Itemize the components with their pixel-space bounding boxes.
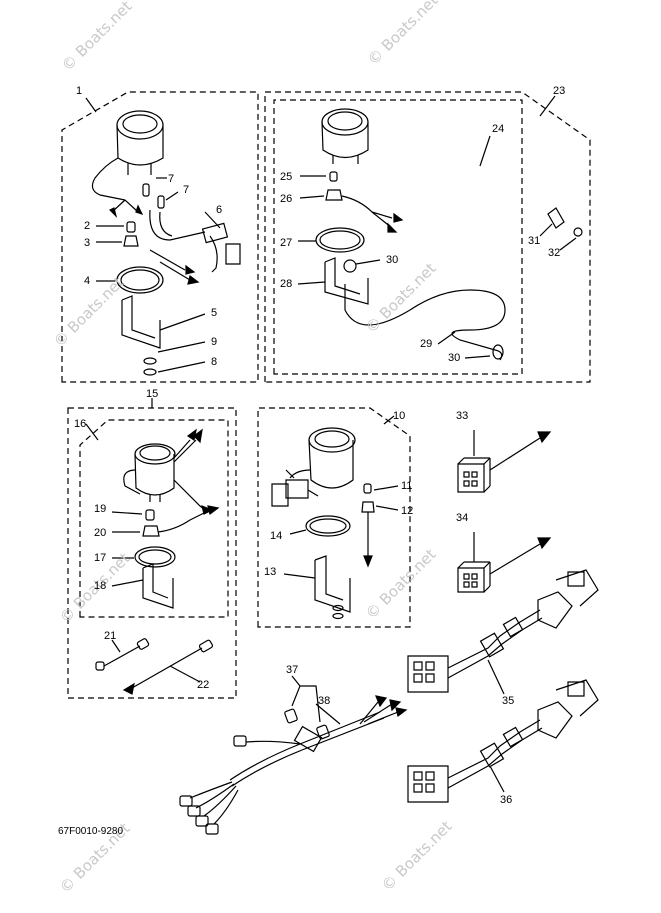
callout-32: 32 xyxy=(548,247,561,259)
part-35-harness xyxy=(408,570,598,694)
part-37-fittings xyxy=(284,676,330,739)
group-10-frame xyxy=(258,408,410,627)
callout-3: 3 xyxy=(84,237,91,249)
part-17-o-ring xyxy=(112,547,175,567)
part-28-bracket xyxy=(298,258,368,310)
part-18-bracket xyxy=(112,564,173,608)
callout-7a: 7 xyxy=(168,173,175,185)
callout-20: 20 xyxy=(94,527,107,539)
callout-25: 25 xyxy=(280,171,293,183)
callout-34: 34 xyxy=(456,512,469,524)
part-6-harness xyxy=(150,210,240,284)
meter-16 xyxy=(124,430,212,514)
callout-5: 5 xyxy=(211,307,218,319)
meter-10 xyxy=(272,428,355,506)
part-33-coupler xyxy=(458,430,550,492)
group-24-frame xyxy=(274,100,522,374)
callout-8: 8 xyxy=(211,356,218,368)
callout-12: 12 xyxy=(401,505,414,517)
callout-4: 4 xyxy=(84,275,91,287)
meter-24 xyxy=(322,109,368,164)
callout-24: 24 xyxy=(492,123,505,135)
part-7-fittings xyxy=(143,178,178,208)
callout-29: 29 xyxy=(420,338,433,350)
callout-35: 35 xyxy=(502,695,515,707)
part-38-main-harness xyxy=(180,696,406,834)
callout-23: 23 xyxy=(553,85,566,97)
part-13-bracket xyxy=(284,556,350,619)
part-31-32 xyxy=(540,208,582,250)
callout-13: 13 xyxy=(264,566,277,578)
callout-38: 38 xyxy=(318,695,331,707)
callout-15: 15 xyxy=(146,388,159,400)
callout-9: 9 xyxy=(211,336,218,348)
part-19-20-sender xyxy=(112,506,218,536)
callout-28: 28 xyxy=(280,278,293,290)
callout-31: 31 xyxy=(528,235,541,247)
callout-11: 11 xyxy=(401,480,413,492)
callout-17: 17 xyxy=(94,552,107,564)
part-27-o-ring xyxy=(298,228,364,252)
part-22-lead xyxy=(124,640,213,694)
part-8-9-washer-nut xyxy=(144,342,205,375)
callout-26: 26 xyxy=(280,193,293,205)
part-36-harness xyxy=(408,680,598,802)
callout-30b: 30 xyxy=(448,352,461,364)
callout-30a: 30 xyxy=(386,254,399,266)
part-34-coupler xyxy=(458,532,550,592)
group-1-frame xyxy=(62,92,258,382)
callout-2: 2 xyxy=(84,220,91,232)
callout-6: 6 xyxy=(216,204,223,216)
part-4-o-ring xyxy=(96,267,163,293)
part-5-bracket xyxy=(122,296,205,348)
callout-7b: 7 xyxy=(183,184,190,196)
part-30-clip xyxy=(344,260,380,272)
callout-16: 16 xyxy=(74,418,87,430)
callout-10: 10 xyxy=(393,410,406,422)
callout-1: 1 xyxy=(76,85,83,97)
part-14-o-ring xyxy=(290,516,350,536)
group-23-frame xyxy=(265,92,590,382)
callout-27: 27 xyxy=(280,237,293,249)
part-11-12-sender xyxy=(362,484,398,566)
meter-1 xyxy=(92,111,163,216)
part-2-3-sender xyxy=(96,222,138,246)
callout-22: 22 xyxy=(197,679,210,691)
part-25-26-sender xyxy=(300,172,402,232)
part-21-sender-lead xyxy=(96,638,149,670)
group-16-frame xyxy=(80,420,228,617)
callout-37: 37 xyxy=(286,664,299,676)
callout-14: 14 xyxy=(270,530,283,542)
part-29-tube xyxy=(345,290,505,360)
callout-18: 18 xyxy=(94,580,107,592)
callout-36: 36 xyxy=(500,794,513,806)
callout-33: 33 xyxy=(456,410,469,422)
diagram-code: 67F0010-9280 xyxy=(58,826,124,837)
callout-19: 19 xyxy=(94,503,107,515)
callout-21: 21 xyxy=(104,630,117,642)
